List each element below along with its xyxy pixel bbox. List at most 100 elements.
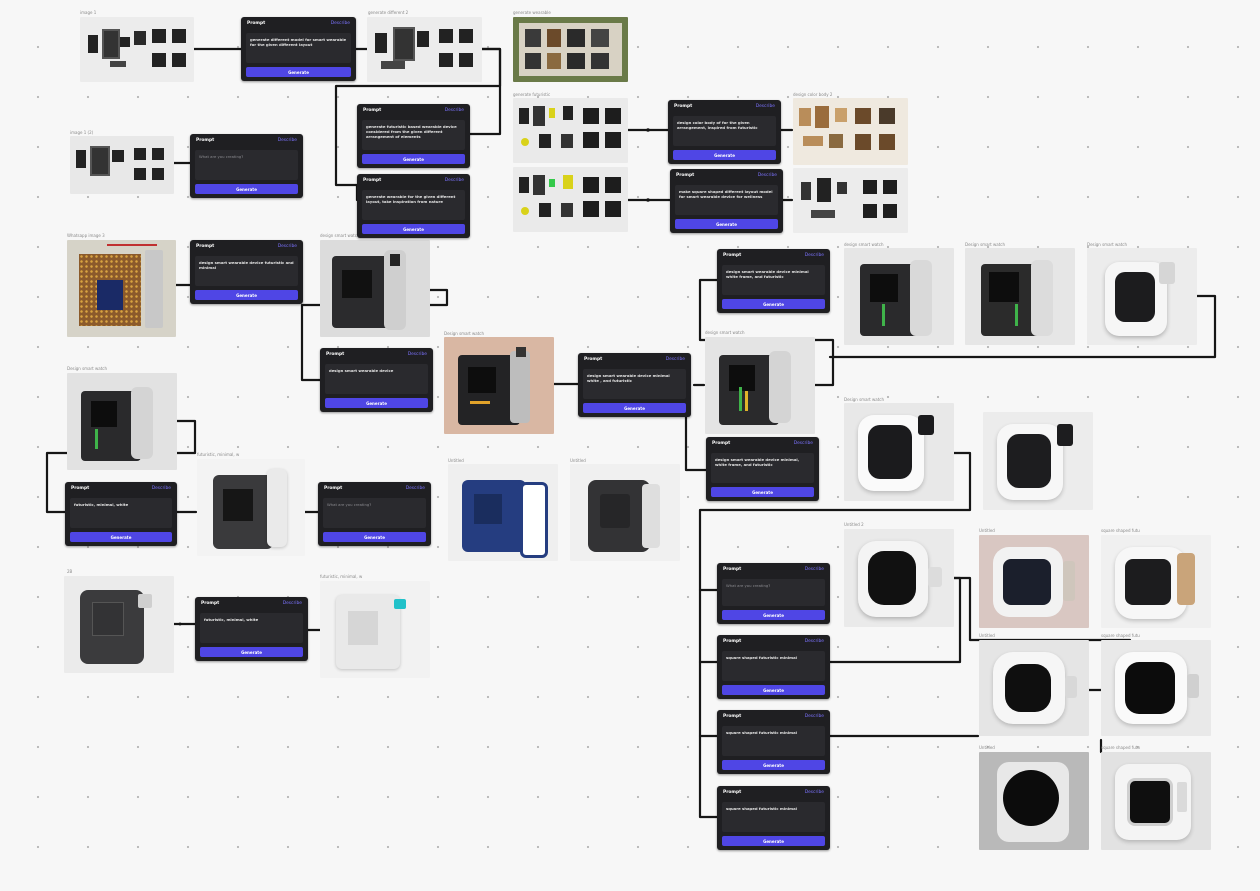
describe-link[interactable]: Describe [444,108,464,113]
device-image[interactable] [67,373,177,470]
generate-button[interactable]: Generate [722,299,825,309]
describe-link[interactable]: Describe [330,21,350,26]
device-image[interactable] [197,459,305,556]
circuit-board-photo[interactable] [67,240,176,337]
describe-link[interactable]: Describe [755,104,775,109]
prompt-input[interactable]: What are you creating? [722,579,825,606]
device-image[interactable] [965,248,1075,345]
device-image[interactable] [1087,248,1197,345]
generate-button[interactable]: Generate [70,532,172,542]
layout-image[interactable] [513,98,628,163]
describe-link[interactable]: Describe [277,244,297,249]
describe-link[interactable]: Describe [793,441,813,446]
generate-button[interactable]: Generate [195,184,298,194]
describe-link[interactable]: Describe [804,567,824,572]
describe-link[interactable]: Describe [804,639,824,644]
describe-link[interactable]: Describe [757,173,777,178]
prompt-text[interactable]: generate different model for smart weara… [246,33,351,63]
describe-link[interactable]: Describe [804,790,824,795]
prompt-text[interactable]: square shaped futuristic minimal [722,726,825,756]
generate-button[interactable]: Generate [362,224,465,234]
prompt-text[interactable]: generate wearable for the given differen… [362,190,465,220]
generate-button[interactable]: Generate [325,398,428,408]
prompt-text[interactable]: square shaped futuristic minimal [722,802,825,832]
prompt-text[interactable]: futuristic, minimal, white [70,498,172,528]
describe-link[interactable]: Describe [405,486,425,491]
generate-button[interactable]: Generate [675,219,778,229]
device-image[interactable] [844,403,954,501]
generate-button[interactable]: Generate [673,150,776,160]
prompt-text[interactable]: generate futuristic based wearable devic… [362,120,465,150]
generate-button[interactable]: Generate [362,154,465,164]
layout-image[interactable] [513,167,628,232]
describe-link[interactable]: Describe [407,352,427,357]
generate-button[interactable]: Generate [323,532,426,542]
device-image[interactable] [570,464,680,561]
layout-image[interactable] [80,17,194,82]
device-image[interactable] [979,752,1089,850]
prompt-text[interactable]: design smart wearable device minimal whi… [583,369,686,399]
layout-image[interactable] [793,168,908,233]
generate-button[interactable]: Generate [722,685,825,695]
device-image[interactable] [444,337,554,434]
device-image[interactable] [320,581,430,678]
prompt-text[interactable]: design smart wearable device futuristic … [195,256,298,286]
device-image[interactable] [1101,640,1211,736]
device-image[interactable] [1101,535,1211,628]
device-image[interactable] [1101,752,1211,850]
device-image[interactable] [979,640,1089,736]
describe-link[interactable]: Describe [804,253,824,258]
describe-link[interactable]: Describe [665,357,685,362]
device-image[interactable] [983,412,1093,510]
prompt-text[interactable]: design color body of for the given arran… [673,116,776,146]
prompt-text[interactable]: design smart wearable device minimal whi… [722,265,825,295]
prompt-input[interactable]: What are you creating? [195,150,298,180]
prompt-text[interactable]: square shaped futuristic minimal [722,651,825,681]
device-image[interactable] [844,248,954,345]
device-image[interactable] [448,464,558,561]
generate-button[interactable]: Generate [246,67,351,77]
describe-link[interactable]: Describe [282,601,302,606]
layout-image[interactable] [70,136,174,194]
generate-button[interactable]: Generate [200,647,303,657]
layout-image[interactable] [513,17,628,82]
device-image[interactable] [705,337,815,434]
prompt-text[interactable]: futuristic, minimal, white [200,613,303,643]
describe-link[interactable]: Describe [804,714,824,719]
describe-link[interactable]: Describe [151,486,171,491]
prompt-text[interactable]: make square shaped different layout mode… [675,185,778,215]
layout-image[interactable] [793,98,908,165]
generate-button[interactable]: Generate [722,760,825,770]
device-image[interactable] [64,576,174,673]
prompt-text[interactable]: design smart wearable device [325,364,428,394]
generate-button[interactable]: Generate [583,403,686,413]
generate-button[interactable]: Generate [722,836,825,846]
prompt-input[interactable]: What are you creating? [323,498,426,528]
describe-link[interactable]: Describe [444,178,464,183]
device-image[interactable] [320,240,430,337]
layout-image[interactable] [367,17,482,82]
describe-link[interactable]: Describe [277,138,297,143]
generate-button[interactable]: Generate [195,290,298,300]
device-image[interactable] [979,535,1089,628]
prompt-text[interactable]: design smart wearable device minimal, wh… [711,453,814,483]
generate-button[interactable]: Generate [722,610,825,620]
generate-button[interactable]: Generate [711,487,814,497]
